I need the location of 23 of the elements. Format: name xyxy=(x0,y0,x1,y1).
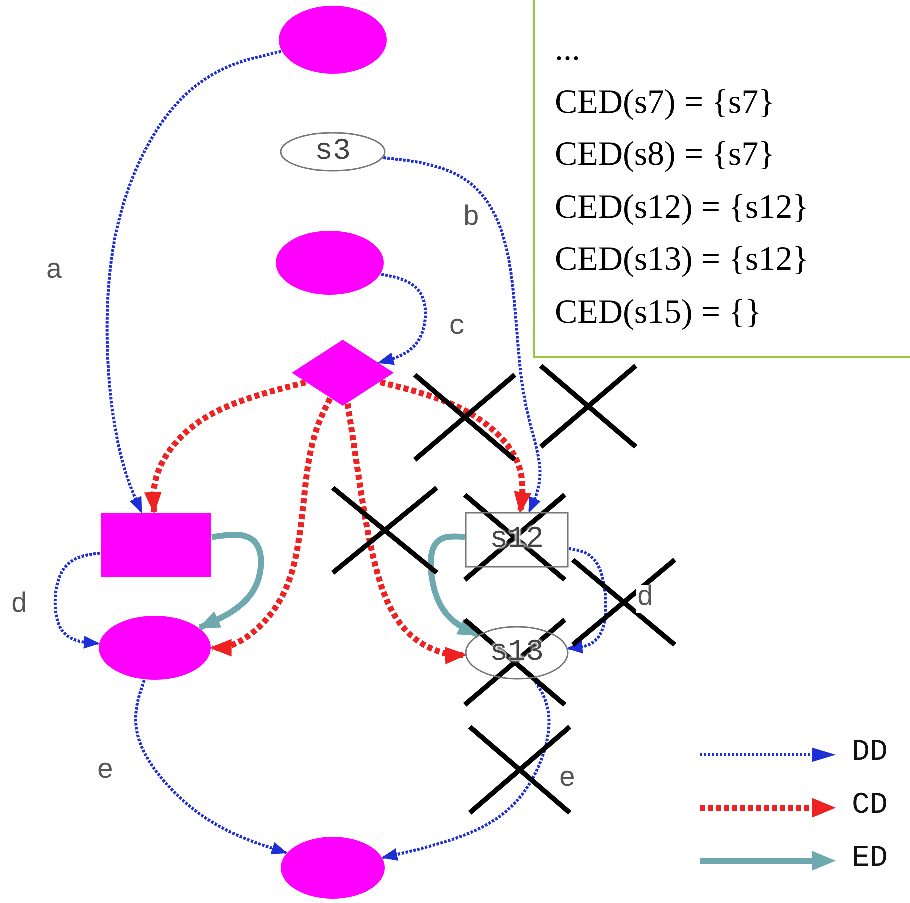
text-line: CED(s7) = {s7} xyxy=(555,82,776,122)
text-panel xyxy=(533,0,910,358)
legend-label: ED xyxy=(852,844,888,874)
arrow xyxy=(566,547,608,654)
legend-label: CD xyxy=(852,791,888,821)
node-label: s3 xyxy=(314,137,351,167)
legend-label: DD xyxy=(852,738,888,768)
arrow xyxy=(134,680,288,855)
text-line: CED(s13) = {s12} xyxy=(555,240,810,280)
arrow xyxy=(144,380,306,514)
text-line: CED(s8) = {s7} xyxy=(555,135,776,175)
arrow xyxy=(378,272,428,366)
arrow xyxy=(54,552,100,649)
arrow xyxy=(344,403,468,665)
arrow xyxy=(198,532,264,631)
text-line: CED(s12) = {s12} xyxy=(555,188,810,228)
arrow xyxy=(210,397,333,657)
arrow xyxy=(383,156,542,514)
arrow xyxy=(428,534,480,638)
arrow xyxy=(380,380,532,514)
arrow xyxy=(106,50,282,514)
text-line: CED(s15) = {} xyxy=(555,292,763,332)
text-line: ... xyxy=(555,30,582,70)
